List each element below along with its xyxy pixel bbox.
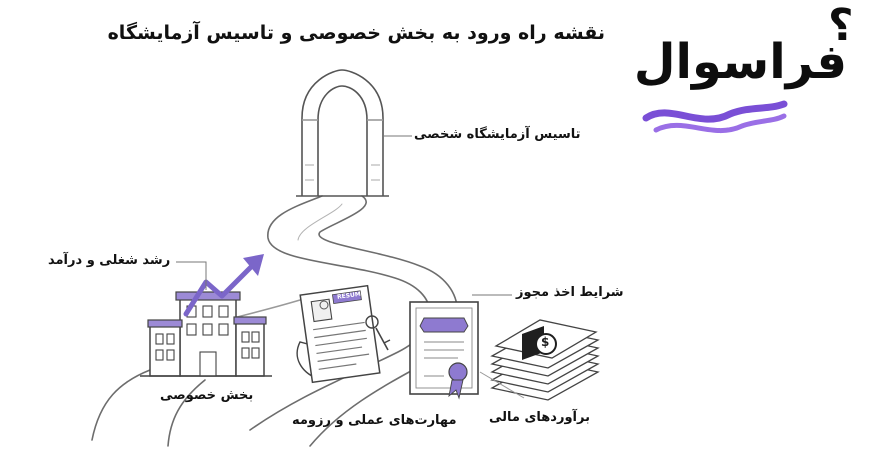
label-skills-resume: مهارت‌های عملی و رزومه <box>292 413 457 428</box>
brand-logo-swoosh <box>642 100 788 134</box>
office-building <box>140 291 272 377</box>
label-private-sector: بخش خصوصی <box>160 388 254 403</box>
money-stack-icon <box>490 319 600 401</box>
label-license: شرایط اخذ مجوز <box>516 285 624 300</box>
label-career-growth: رشد شغلی و درآمد <box>48 253 171 268</box>
arch-gate <box>296 69 389 197</box>
license-certificate <box>409 301 479 400</box>
question-mark-icon: ؟ <box>828 0 854 51</box>
label-financial-estimates: برآوردهای مالی <box>489 410 590 425</box>
winding-road <box>91 195 459 447</box>
page-title: نقشه راه ورود به بخش خصوصی و تاسیس آزمای… <box>107 22 605 44</box>
leader-lines <box>176 135 525 399</box>
resume-document <box>296 284 391 384</box>
label-lab-founding: تاسیس آزمایشگاه شخصی <box>414 127 581 142</box>
growth-arrow-icon <box>183 254 264 317</box>
money-symbol-text: $ <box>541 335 550 349</box>
brand-logo-text: فراسوال <box>633 34 847 90</box>
